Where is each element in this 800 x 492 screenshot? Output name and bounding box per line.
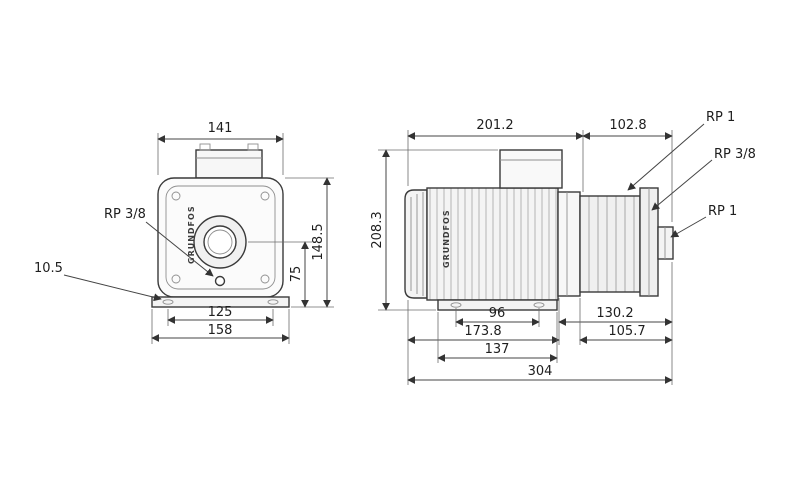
chamber-stack (579, 195, 641, 293)
label-front-10-5: 10.5 (34, 261, 63, 276)
suction-port-bore (207, 229, 233, 255)
dim-label-173-8: 173.8 (464, 324, 501, 339)
leader-plug-port-rp38: RP 3/8 (651, 147, 756, 211)
motor-stool (557, 191, 581, 297)
dim-label-96: 96 (489, 306, 506, 321)
dim-pump-head-length-102-8: 102.8 (582, 118, 673, 222)
terminal-box-side (499, 149, 563, 189)
dim-label-158: 158 (208, 323, 233, 338)
dim-label-141: 141 (208, 121, 233, 136)
dim-body-width-141: 141 (157, 121, 284, 175)
bolt-top-right (260, 191, 270, 201)
dim-label-137: 137 (485, 342, 510, 357)
bolt-top-left (171, 191, 181, 201)
dim-label-201-2: 201.2 (476, 118, 513, 133)
foot-hole-back (533, 302, 545, 308)
cable-gland-right (247, 143, 259, 151)
leader-inlet-port-rp1: RP 1 (627, 110, 735, 191)
label-side-rp1-bottom: RP 1 (708, 204, 737, 219)
side-view-dimensions: 201.2 102.8 208.3 96 130.2 (370, 110, 756, 385)
dim-base-width-158: 158 (151, 309, 290, 344)
dim-foot-length-137: 137 (437, 312, 558, 363)
motor-foot (437, 299, 558, 311)
leader-drain-port-rp38: RP 3/8 (104, 207, 214, 277)
label-front-rp38: RP 3/8 (104, 207, 146, 222)
drain-port (214, 275, 226, 287)
outlet-port-stub (657, 226, 674, 260)
bolt-bottom-right (260, 274, 270, 284)
dim-head-to-end-105-7: 105.7 (579, 298, 673, 345)
dim-foot-holes-96: 96 (455, 306, 540, 327)
label-side-rp38: RP 3/8 (714, 147, 756, 162)
dim-label-125: 125 (208, 305, 233, 320)
dim-label-102-8: 102.8 (609, 118, 646, 133)
label-side-rp1-top: RP 1 (706, 110, 735, 125)
base-plate-front (151, 296, 290, 308)
dim-label-130-2: 130.2 (596, 306, 633, 321)
foot-slot-right (267, 299, 279, 305)
leader-base-hole-10-5: 10.5 (34, 261, 162, 302)
dim-total-height-208-3: 208.3 (370, 149, 498, 311)
cable-gland-left (199, 143, 211, 151)
dim-total-length-304: 304 (407, 364, 673, 384)
dim-motor-to-flange-173-8: 173.8 (407, 300, 560, 385)
brand-wordmark-side: GRUNDFOS (442, 209, 451, 268)
dim-motor-length-201-2: 201.2 (407, 118, 584, 192)
fan-cover (404, 189, 428, 299)
terminal-box-front (195, 149, 263, 179)
brand-wordmark-front: GRUNDFOS (187, 205, 196, 264)
side-view: GRUNDFOS (404, 149, 674, 311)
suction-port-thread (203, 225, 237, 259)
bolt-bottom-left (171, 274, 181, 284)
leader-outlet-port-rp1: RP 1 (670, 204, 737, 238)
dim-foot-holes-125: 125 (167, 305, 274, 326)
foot-slot-left (162, 299, 174, 305)
dim-label-75: 75 (289, 266, 304, 283)
front-view-dimensions: 141 125 158 75 148.5 RP 3/8 (34, 121, 334, 344)
dim-port-height-75: 75 (248, 241, 334, 308)
dim-total-height-148-5: 148.5 (285, 177, 334, 308)
dim-label-105-7: 105.7 (608, 324, 645, 339)
dim-label-208-3: 208.3 (370, 211, 385, 248)
foot-hole-front (450, 302, 462, 308)
dim-label-304: 304 (528, 364, 553, 379)
dim-label-148-5: 148.5 (311, 223, 326, 260)
